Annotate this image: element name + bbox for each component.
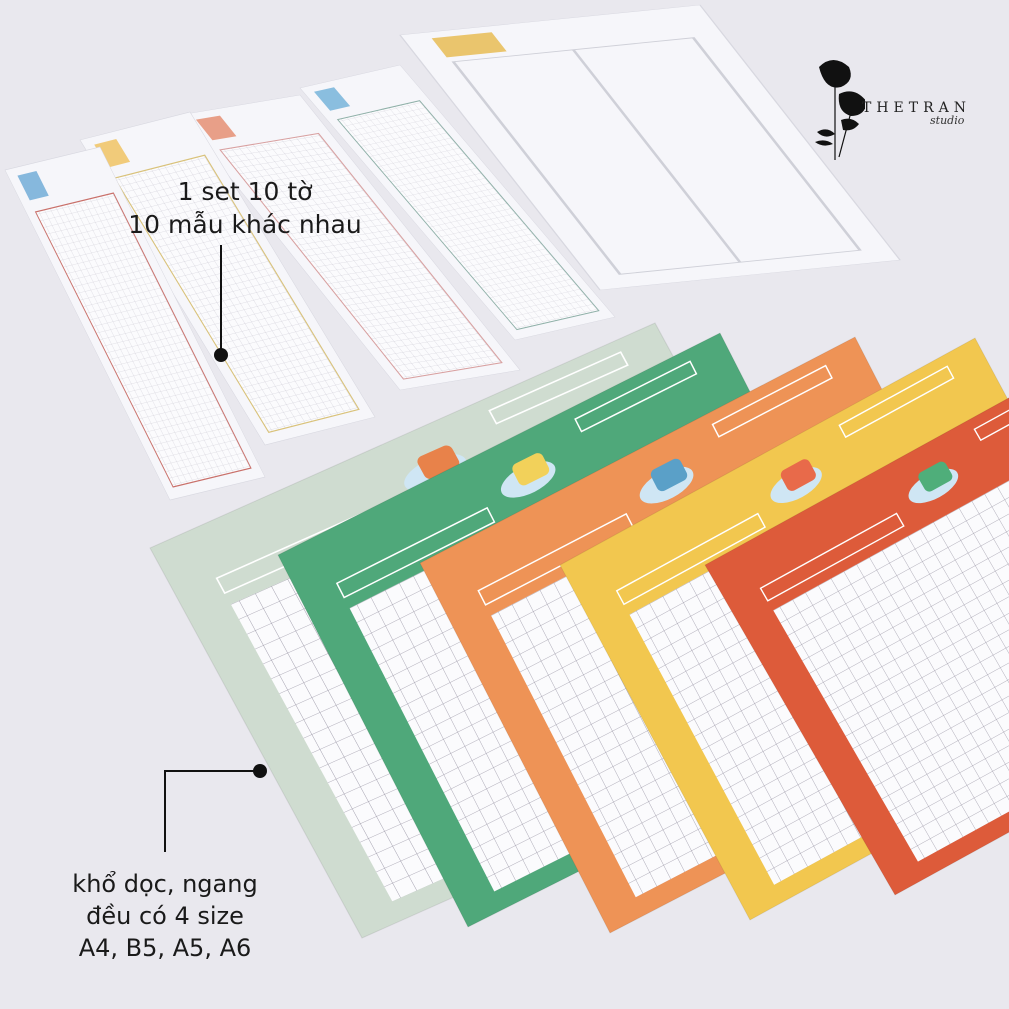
landscape-sheet <box>704 344 1009 896</box>
title-field <box>335 506 496 599</box>
set-annotation-line: 1 set 10 tờ <box>177 177 313 206</box>
size-annotation-line: A4, B5, A5, A6 <box>78 934 252 962</box>
title-field <box>759 512 905 602</box>
portrait-sheet <box>399 4 901 291</box>
grid-area <box>113 154 360 433</box>
sheet-illustration <box>314 87 351 111</box>
size-annotation-line: khổ dọc, ngang <box>72 870 258 898</box>
annotation-pointer-top <box>214 245 228 362</box>
grid-area <box>219 132 503 380</box>
date-field <box>488 351 629 425</box>
size-annotation: khổ dọc, ngang đều có 4 size A4, B5, A5,… <box>40 868 290 964</box>
sheet-illustration <box>512 453 550 486</box>
title-field <box>615 512 767 606</box>
portrait-sheet <box>299 64 616 341</box>
sheet-illustration <box>650 458 688 492</box>
title-field <box>477 512 635 606</box>
grid-area <box>34 192 252 488</box>
date-field <box>838 365 955 439</box>
portrait-sheet <box>179 94 521 391</box>
logo-brand-text: THETRAN <box>862 100 972 116</box>
portrait-sheet <box>4 146 266 501</box>
portrait-sheet-stack <box>4 4 901 501</box>
set-annotation-line: 10 mẫu khác nhau <box>128 210 362 239</box>
annotation-pointer-bottom <box>164 764 267 852</box>
brand-logo <box>805 52 1005 162</box>
date-field <box>973 371 1009 442</box>
date-field <box>574 360 698 433</box>
grid-area <box>336 100 600 331</box>
size-annotation-line: đều có 4 size <box>86 902 244 930</box>
landscape-sheet-stack <box>149 322 1009 939</box>
sheet-illustration <box>195 115 237 141</box>
date-field <box>711 364 833 438</box>
grid-area <box>773 434 1009 862</box>
logo-sub-text: studio <box>930 114 965 127</box>
portrait-sheet <box>79 111 376 446</box>
sheet-illustration <box>94 138 131 168</box>
rose-logo-icon <box>815 60 867 160</box>
sheet-illustration <box>918 461 953 492</box>
sheet-illustration <box>431 32 507 58</box>
sheet-illustration <box>780 459 816 491</box>
set-annotation: 1 set 10 tờ 10 mẫu khác nhau <box>120 175 370 241</box>
sheet-illustration <box>17 171 49 201</box>
